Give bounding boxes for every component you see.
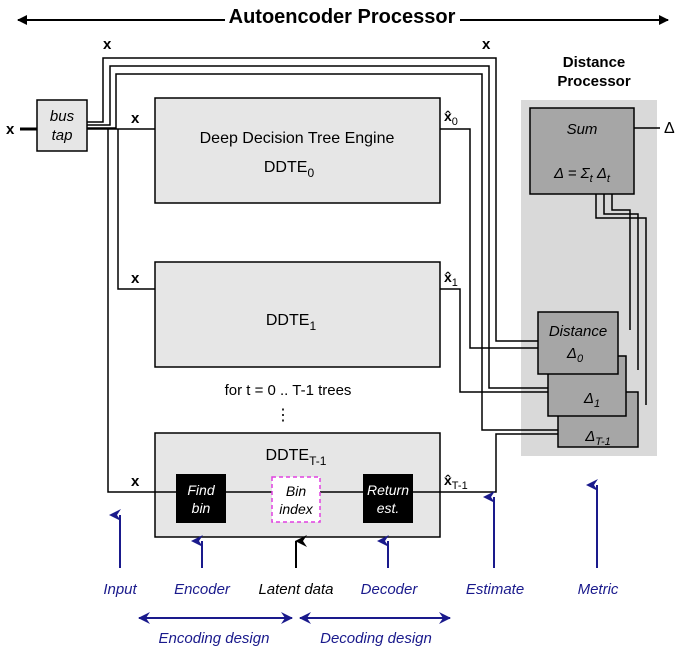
ddte0-title: Deep Decision Tree Engine — [200, 130, 395, 147]
estimate-label: Estimate — [466, 581, 524, 598]
decoder-label: Decoder — [361, 581, 419, 598]
xhatT-label: x̂T-1 — [444, 472, 468, 492]
loop-text: for t = 0 .. T-1 trees — [225, 382, 352, 399]
delta-1-label: Δ1 — [583, 390, 600, 410]
xhat0-label: x̂0 — [444, 108, 458, 128]
delta-T-label: ΔT-1 — [584, 428, 611, 448]
ddte0-name: DDTE0 — [264, 159, 315, 180]
metric-label: Metric — [578, 581, 619, 598]
decoding-design-label: Decoding design — [320, 630, 432, 647]
return-est-label-1: Return — [367, 482, 409, 498]
ddte1-box — [154, 261, 441, 368]
sum-box — [529, 107, 635, 195]
sum-label: Sum — [567, 121, 598, 138]
ddte0-input-x: x — [131, 110, 140, 127]
input-x-label: x — [6, 121, 15, 138]
encoding-design-label: Encoding design — [159, 630, 270, 647]
ellipsis-mark: ⋮ — [275, 407, 291, 424]
bin-index-block — [271, 476, 321, 523]
distance-processor-title-1: Distance — [563, 54, 626, 71]
sum-output-delta: Δ — [664, 120, 675, 137]
find-bin-label-1: Find — [187, 482, 215, 498]
find-bin-block — [176, 474, 226, 523]
ddte1-name: DDTE1 — [266, 312, 317, 333]
ddte0-box — [154, 97, 441, 204]
ddteT-name: DDTET-1 — [266, 447, 327, 468]
encoder-label: Encoder — [174, 581, 231, 598]
sum-formula: Δ = Σt Δt — [553, 165, 611, 185]
bus-x-left-label: x — [103, 36, 112, 53]
bus-tap-label-2: tap — [52, 127, 73, 144]
latent-label: Latent data — [258, 581, 333, 598]
bus-x-right-label: x — [482, 36, 491, 53]
distance-processor-title-2: Processor — [557, 73, 631, 90]
find-bin-label-2: bin — [192, 500, 211, 516]
delta-0-label: Δ0 — [566, 345, 584, 365]
ddte1-input-x: x — [131, 270, 140, 287]
diagram-title: Autoencoder Processor — [229, 6, 456, 28]
ddteT-input-x: x — [131, 473, 140, 490]
input-label: Input — [103, 581, 137, 598]
xhat1-label: x̂1 — [444, 269, 458, 289]
bus-wires — [87, 57, 660, 493]
bus-tap-box — [36, 99, 88, 152]
return-est-label-2: est. — [377, 500, 400, 516]
bin-index-label-2: index — [279, 501, 313, 517]
title-backdrop — [225, 2, 460, 28]
return-est-block — [363, 474, 413, 523]
bus-tap-label-1: bus — [50, 108, 75, 125]
distance-0-box — [537, 311, 619, 375]
distance-label: Distance — [549, 323, 607, 340]
bin-index-label-1: Bin — [286, 483, 306, 499]
